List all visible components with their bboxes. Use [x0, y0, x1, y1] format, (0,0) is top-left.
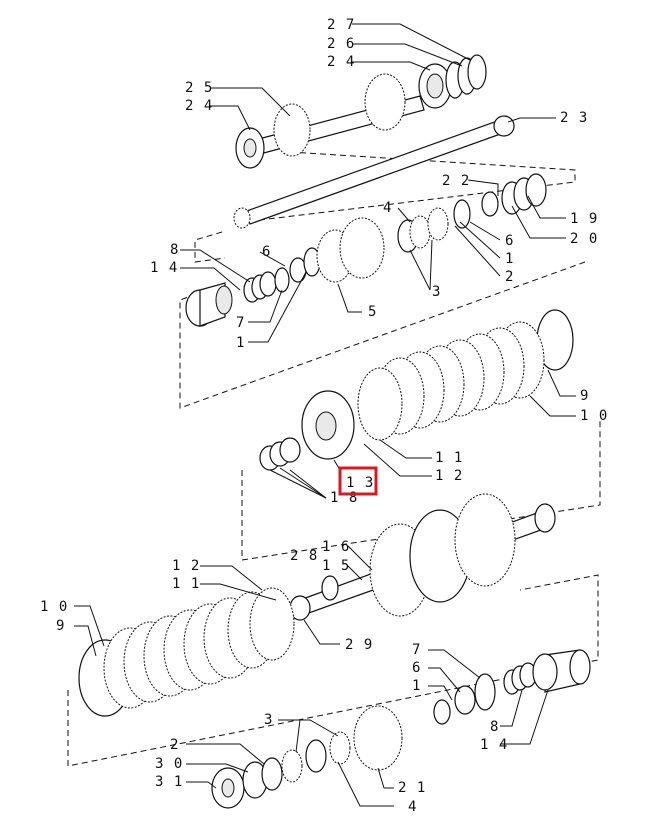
- clutch-pack-lower: [78, 587, 295, 717]
- callout-10-lower: 1 0: [40, 599, 68, 615]
- callout-11-upper: 1 1: [435, 450, 463, 466]
- callout-25: 2 5: [185, 80, 213, 96]
- callout-28: 2 8: [290, 548, 318, 564]
- callout-24-left: 2 4: [185, 98, 213, 114]
- callout-19: 1 9: [570, 211, 598, 227]
- callout-31: 3 1: [155, 774, 183, 790]
- drum-shaft-assembly: [289, 493, 556, 621]
- callout-14-upper: 1 4: [150, 260, 178, 276]
- clutch-pack-upper: [259, 309, 574, 471]
- callout-1-upper-left: 1: [236, 335, 245, 351]
- callout-30: 3 0: [155, 756, 183, 772]
- callout-1-lower: 1: [412, 678, 421, 694]
- leader-lines: [74, 23, 576, 807]
- bottom-gear-assembly: [211, 649, 591, 809]
- callout-labels: 2 7 2 6 2 4 2 5 2 4 2 3 2 2 1 9 2 0 4 6 …: [40, 17, 608, 815]
- callout-3-upper: 3: [432, 284, 441, 300]
- group-boundaries: [67, 151, 601, 767]
- callout-14-lower: 1 4: [480, 737, 508, 753]
- callout-6-upper-left: 6: [262, 244, 271, 260]
- highlight-box-callout-13: [338, 466, 378, 496]
- callout-6-lower: 6: [412, 660, 421, 676]
- callout-12-upper: 1 2: [435, 468, 463, 484]
- callout-29: 2 9: [345, 637, 373, 653]
- callout-8-lower: 8: [490, 719, 499, 735]
- callout-6-upper-right: 6: [505, 233, 514, 249]
- callout-13: 1 3: [346, 475, 374, 491]
- callout-7-lower: 7: [412, 642, 421, 658]
- callout-11-lower: 1 1: [172, 576, 200, 592]
- callout-23: 2 3: [560, 110, 588, 126]
- callout-5: 5: [368, 304, 377, 320]
- callout-10-upper: 1 0: [580, 408, 608, 424]
- callout-16: 1 6: [322, 539, 350, 555]
- callout-20: 2 0: [570, 231, 598, 247]
- callout-26-top: 2 6: [327, 36, 355, 52]
- callout-4-lower: 4: [408, 799, 417, 815]
- callout-3-lower: 3: [264, 712, 273, 728]
- callout-24-top: 2 4: [327, 54, 355, 70]
- callout-15: 1 5: [322, 558, 350, 574]
- callout-4-upper: 4: [383, 200, 392, 216]
- callout-8-upper: 8: [170, 242, 179, 258]
- callout-9-upper: 9: [580, 388, 589, 404]
- callout-2-upper: 2: [505, 269, 514, 285]
- callout-18: 1 8: [330, 490, 358, 506]
- callout-12-lower: 1 2: [172, 558, 200, 574]
- callout-2-lower: 2: [170, 737, 179, 753]
- callout-27-top: 2 7: [327, 17, 355, 33]
- middle-gear-assembly: [185, 173, 547, 327]
- callout-1-upper-right: 1: [505, 251, 514, 267]
- callout-21: 2 1: [398, 780, 426, 796]
- callout-7-upper: 7: [236, 315, 245, 331]
- callout-9-lower: 9: [56, 618, 65, 634]
- top-shaft-assembly: [233, 54, 515, 229]
- callout-22: 2 2: [442, 173, 470, 189]
